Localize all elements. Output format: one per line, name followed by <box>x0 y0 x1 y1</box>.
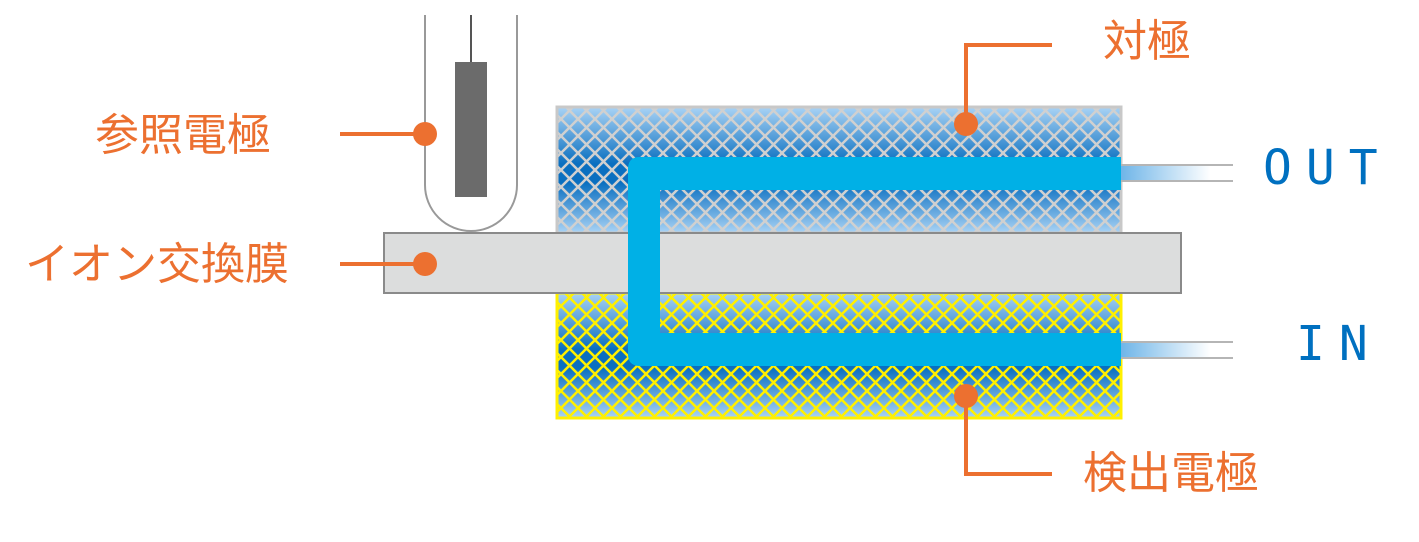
leader-membrane <box>340 252 437 276</box>
ion-exchange-membrane <box>383 232 1182 294</box>
label-out: OUT <box>1263 140 1392 196</box>
label-in: IN <box>1296 316 1382 372</box>
reference-electrode <box>424 15 518 232</box>
label-reference-electrode: 参照電極 <box>95 110 271 161</box>
inlet-pipe <box>1121 341 1233 359</box>
flow-channel <box>628 157 1121 366</box>
label-counter-electrode: 対極 <box>1103 16 1191 67</box>
label-ion-exchange-membrane: イオン交換膜 <box>25 239 289 290</box>
leader-reference <box>340 122 437 146</box>
leader-detection <box>954 384 1052 476</box>
leader-counter <box>954 43 1052 136</box>
outlet-pipe <box>1121 164 1233 182</box>
label-detection-electrode: 検出電極 <box>1083 448 1259 499</box>
